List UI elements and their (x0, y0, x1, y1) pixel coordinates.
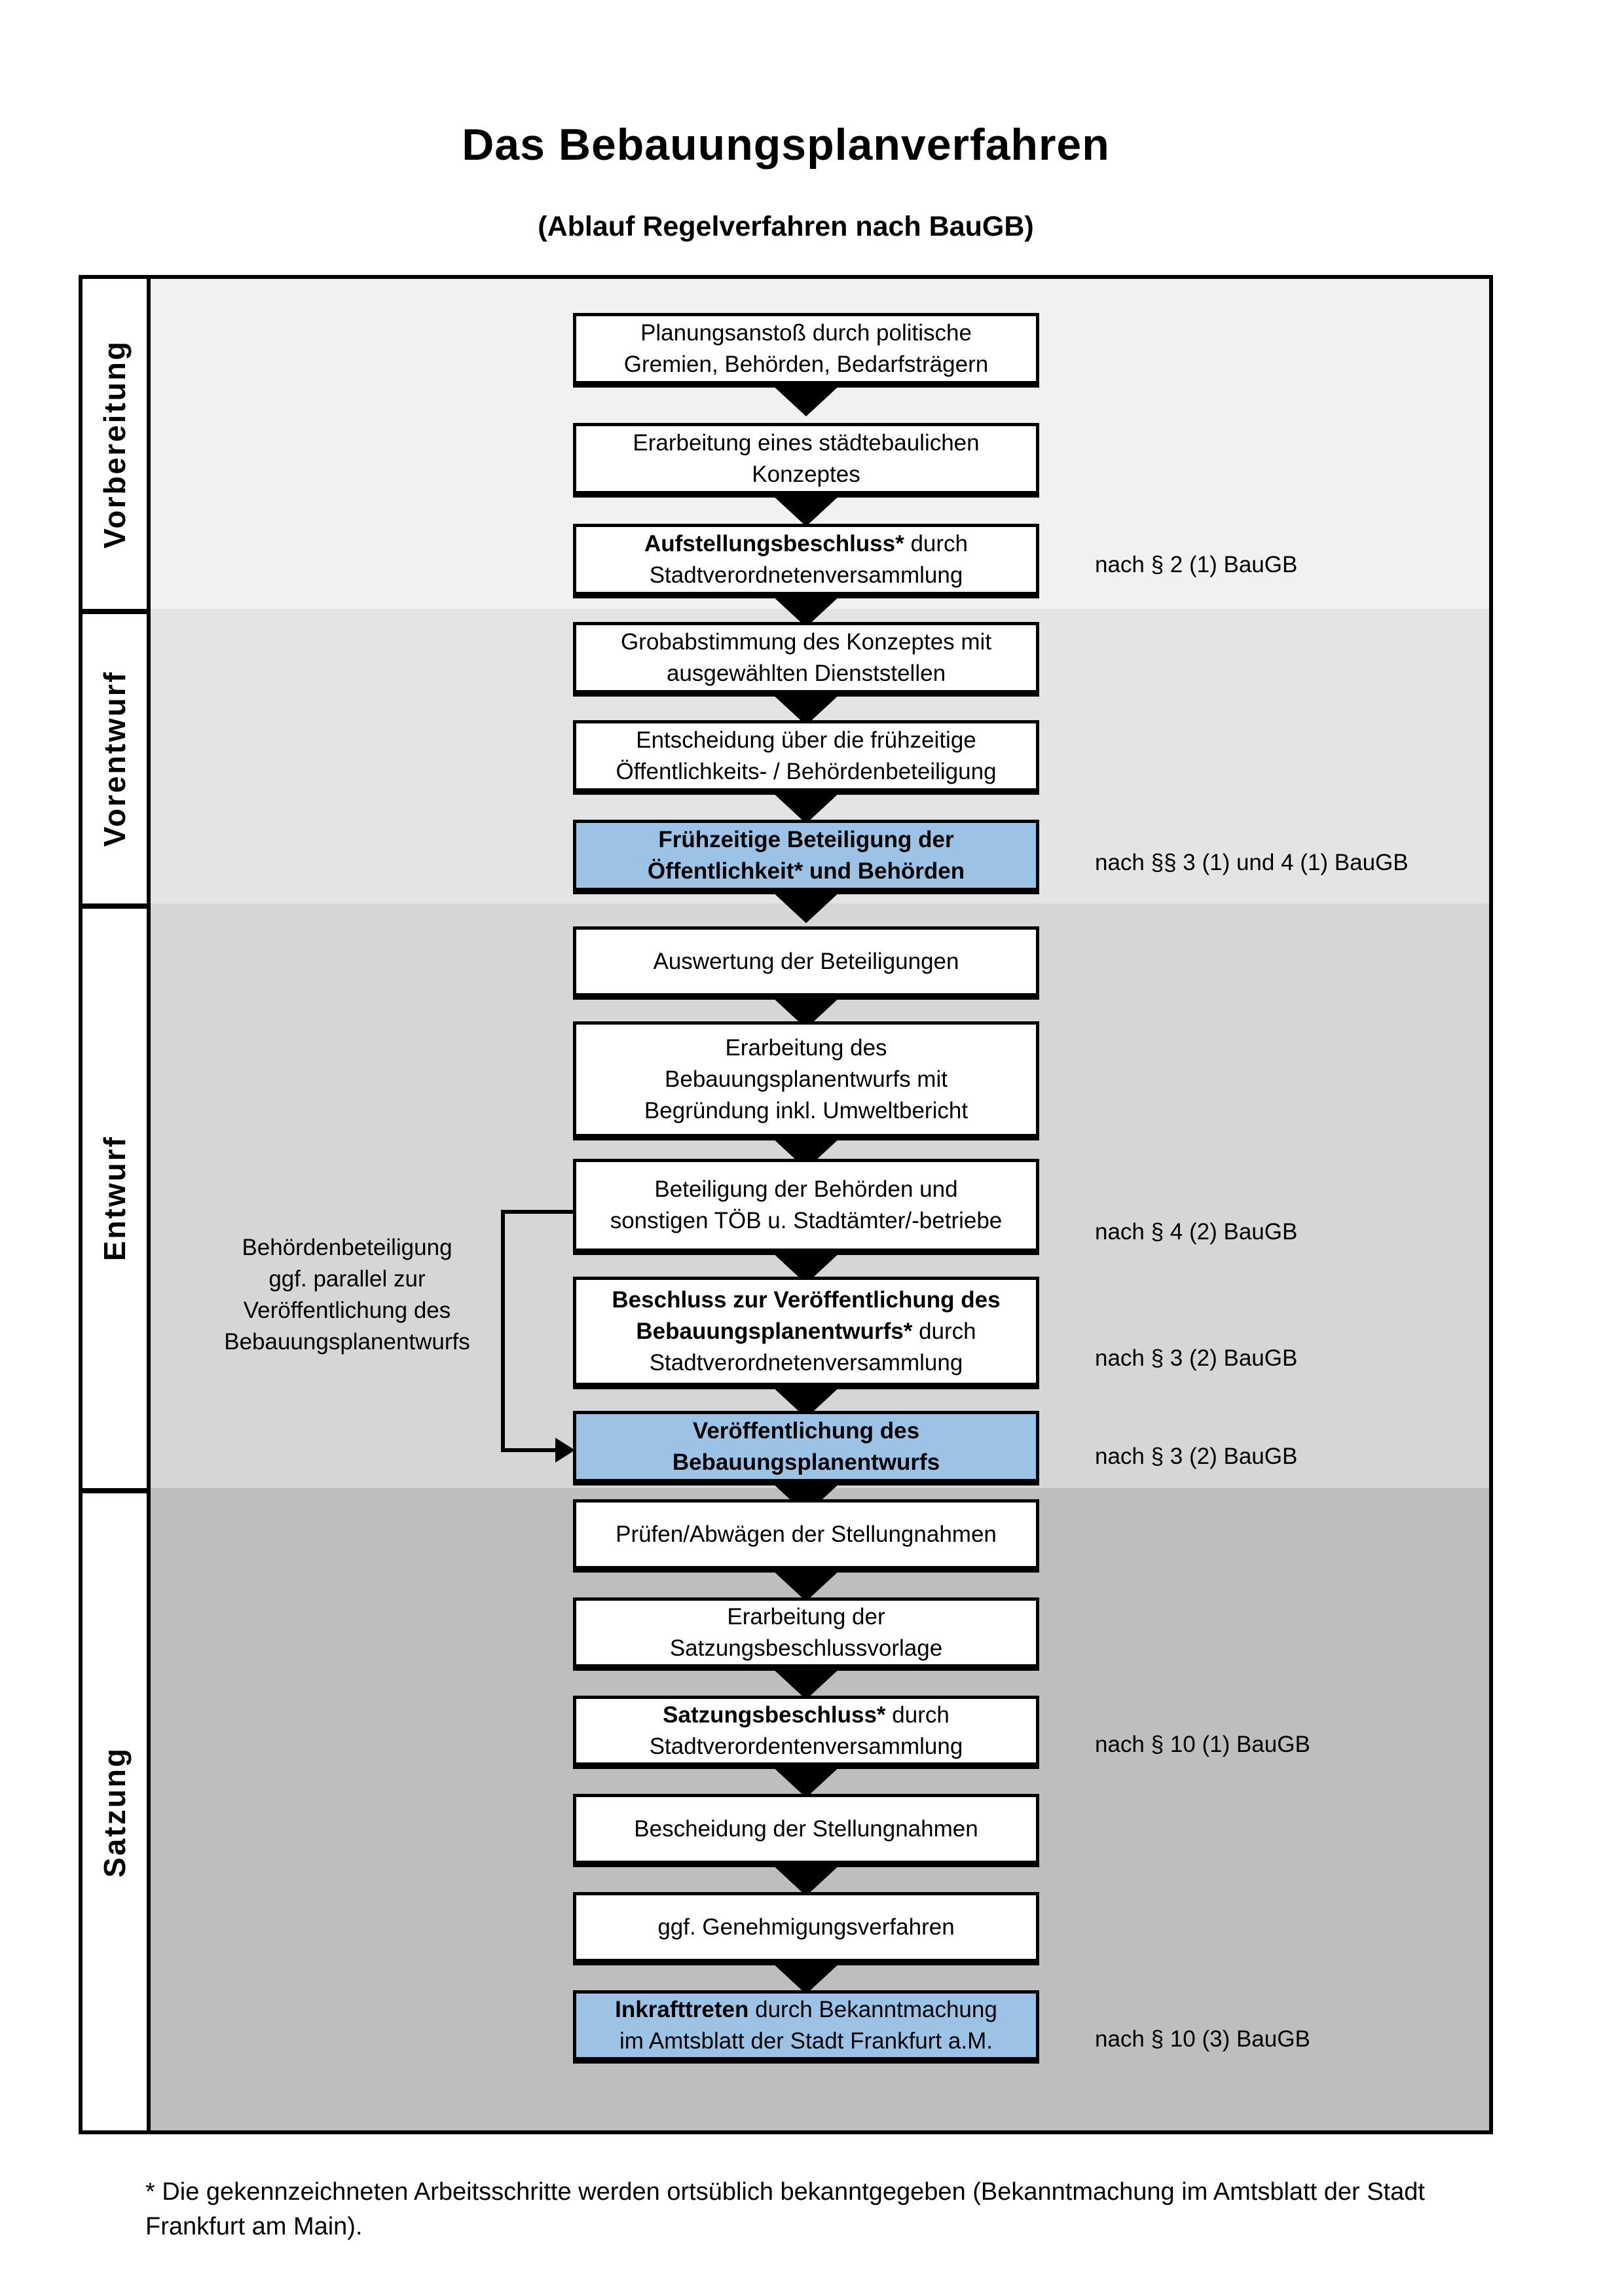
down-arrow-icon (771, 1765, 841, 1798)
step-text-line: Frühzeitige Beteiligung der (658, 826, 954, 852)
step-text-line: Öffentlichkeits- / Behördenbeteiligung (616, 758, 997, 784)
step-box-b15: Bescheidung der Stellungnahmen (573, 1794, 1039, 1867)
phase-label-text: Vorbereitung (98, 339, 132, 549)
phase-label-entwurf: Entwurf (83, 909, 147, 1488)
down-arrow-icon (771, 1863, 841, 1896)
down-arrow-icon (771, 1667, 841, 1700)
down-arrow-icon (771, 494, 841, 526)
step-box-b12: Prüfen/Abwägen der Stellungnahmen (573, 1499, 1039, 1573)
phase-label-vorbereitung: Vorbereitung (83, 279, 147, 609)
step-text-line: Beteiligung der Behörden und (654, 1176, 958, 1202)
down-arrow-icon (771, 1569, 841, 1601)
step-text-line: Aufstellungsbeschluss* durch (644, 530, 969, 556)
down-arrow-icon (771, 890, 841, 923)
step-box-b17: Inkrafttreten durch Bekanntmachung im Amt… (573, 1990, 1039, 2064)
step-text-line: Bebauungsplanentwurfs (672, 1449, 940, 1475)
step-text-line: Auswertung der Beteiligungen (653, 948, 959, 974)
step-box-b7: Auswertung der Beteiligungen (573, 926, 1039, 1000)
down-arrow-icon (771, 791, 841, 824)
law-ref-b17: nach § 10 (3) BauGB (1095, 2026, 1310, 2052)
law-ref-b9: nach § 4 (2) BauGB (1095, 1219, 1298, 1245)
bracket-line-top (501, 1210, 573, 1214)
step-text-line: ggf. Genehmigungsverfahren (657, 1914, 955, 1940)
step-text-line: Beschluss zur Veröffentlichung des (612, 1286, 1001, 1313)
step-text-line: Entscheidung über die frühzeitige (636, 727, 976, 753)
law-ref-b11: nach § 3 (2) BauGB (1095, 1444, 1298, 1469)
phase-label-satzung: Satzung (83, 1493, 147, 2130)
step-text-line: Begründung inkl. Umweltbericht (644, 1097, 969, 1123)
step-text-line: im Amtsblatt der Stadt Frankfurt a.M. (619, 2028, 993, 2054)
step-text-line: Bescheidung der Stellungnahmen (634, 1815, 978, 1842)
right-arrow-icon (555, 1438, 575, 1463)
step-text-line: Planungsanstoß durch politische (640, 319, 972, 346)
down-arrow-icon (771, 693, 841, 725)
phase-label-text: Satzung (98, 1746, 132, 1878)
step-box-b4: Grobabstimmung des Konzeptes mit ausgewäh… (573, 622, 1039, 697)
phase-divider (83, 903, 151, 909)
step-text-line: Satzungsbeschluss* durch (663, 1702, 950, 1728)
step-text-line: sonstigen TÖB u. Stadtämter/-betriebe (610, 1208, 1003, 1233)
page-title: Das Bebauungsplanverfahren (462, 120, 1110, 170)
step-text-line: Satzungsbeschlussvorlage (669, 1635, 943, 1661)
phase-divider (83, 609, 151, 614)
step-text-line: Erarbeitung eines städtebaulichen (633, 429, 980, 456)
step-text-line: Inkrafttreten durch Bekanntmachung (615, 1996, 997, 2022)
phase-label-text: Entwurf (98, 1135, 132, 1262)
down-arrow-icon (771, 1961, 841, 1994)
step-text-line: Erarbeitung des (725, 1034, 887, 1061)
step-text-line: Veröffentlichung des (692, 1417, 920, 1444)
step-text-line: Stadtverordnetenversammlung (649, 562, 963, 588)
bracket-line-bottom (501, 1448, 557, 1452)
law-ref-b14: nach § 10 (1) BauGB (1095, 1732, 1310, 1757)
step-text-line: ausgewählten Dienststellen (666, 660, 946, 686)
footnote: * Die gekennzeichneten Arbeitsschritte w… (145, 2178, 1425, 2240)
step-text-line: Stadtverordnetenversammlung (649, 1349, 963, 1376)
step-text-line: Bebauungsplanentwurfs mit (665, 1066, 948, 1092)
page-subtitle: (Ablauf Regelverfahren nach BauGB) (538, 211, 1034, 242)
law-ref-b10: nach § 3 (2) BauGB (1095, 1345, 1298, 1371)
step-text-line: Öffentlichkeit* und Behörden (647, 858, 965, 884)
phase-divider (83, 1488, 151, 1493)
step-box-b16: ggf. Genehmigungsverfahren (573, 1892, 1039, 1965)
step-text-line: Prüfen/Abwägen der Stellungnahmen (616, 1521, 997, 1547)
step-box-b9: Beteiligung der Behörden und sonstigen TÖ… (573, 1159, 1039, 1255)
phase-label-text: Vorentwurf (98, 670, 132, 847)
law-ref-b6: nach §§ 3 (1) und 4 (1) BauGB (1095, 850, 1409, 875)
side-note: Behördenbeteiligung ggf. parallel zur Ve… (224, 1235, 470, 1355)
down-arrow-icon (771, 594, 841, 627)
step-text-line: Stadtverordentenversammlung (649, 1733, 963, 1759)
law-ref-b3: nach § 2 (1) BauGB (1095, 552, 1298, 577)
step-text-line: Konzeptes (752, 461, 860, 487)
step-text-line: Gremien, Behörden, Bedarfsträgern (623, 351, 989, 377)
step-text-line: Erarbeitung der (727, 1603, 885, 1630)
step-text-line: Bebauungsplanentwurfs* durch (636, 1318, 976, 1344)
step-text-line: Grobabstimmung des Konzeptes mit (620, 629, 992, 655)
bracket-line-vertical (501, 1210, 505, 1452)
down-arrow-icon (771, 384, 841, 416)
phase-label-vorentwurf: Vorentwurf (83, 614, 147, 903)
